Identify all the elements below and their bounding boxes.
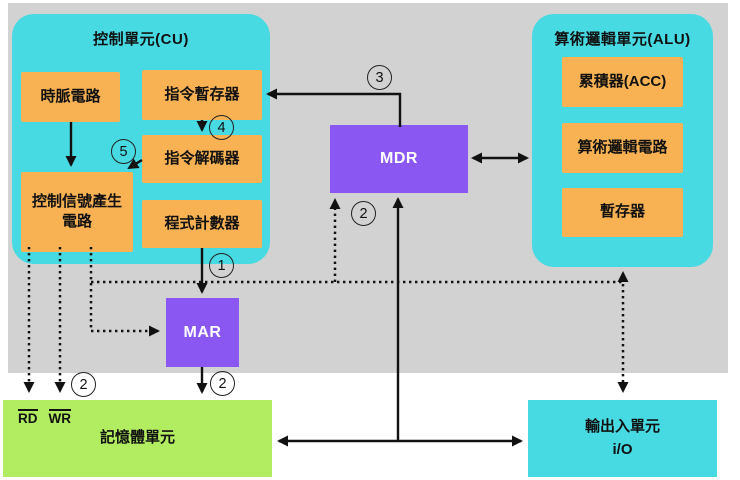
wr-signal-label: WR [48, 409, 71, 426]
alu-circuit-box: 算術邏輯電路 [562, 123, 683, 173]
control-signal-generator-line2: 電路 [61, 213, 92, 230]
rd-signal-label: RD [18, 409, 38, 426]
step-badge-5: 5 [111, 139, 136, 164]
step-badge-2-wr: 2 [71, 372, 96, 397]
control-signal-generator-box: 控制信號產生 電路 [21, 172, 133, 252]
mar-box: MAR [166, 298, 239, 367]
instruction-register-box: 指令暫存器 [142, 70, 262, 120]
step-badge-2-mar: 2 [210, 371, 235, 396]
io-unit-label-line2: i/O [612, 440, 633, 458]
mdr-box: MDR [330, 125, 468, 193]
control-signal-generator-line1: 控制信號產生 [31, 192, 122, 210]
memory-unit-label: 記憶體單元 [99, 429, 175, 447]
control-unit-title: 控制單元(CU) [93, 31, 189, 48]
alu-register-box: 暫存器 [562, 188, 683, 237]
memory-unit-box: 記憶體單元 [3, 400, 272, 477]
step-badge-4: 4 [209, 115, 234, 140]
memory-control-signals: RD WR [18, 409, 71, 427]
program-counter-box: 程式計數器 [142, 200, 262, 248]
step-badge-2-mdr: 2 [351, 201, 376, 226]
io-unit-label-line1: 輸出入單元 [584, 418, 660, 435]
step-badge-1: 1 [209, 253, 234, 278]
accumulator-box: 累積器(ACC) [562, 57, 683, 107]
alu-title: 算術邏輯單元(ALU) [554, 31, 691, 48]
io-unit-box: 輸出入單元 i/O [528, 400, 717, 477]
clock-circuit-box: 時脈電路 [21, 72, 120, 122]
step-badge-3: 3 [367, 65, 392, 90]
instruction-decoder-box: 指令解碼器 [142, 135, 262, 183]
